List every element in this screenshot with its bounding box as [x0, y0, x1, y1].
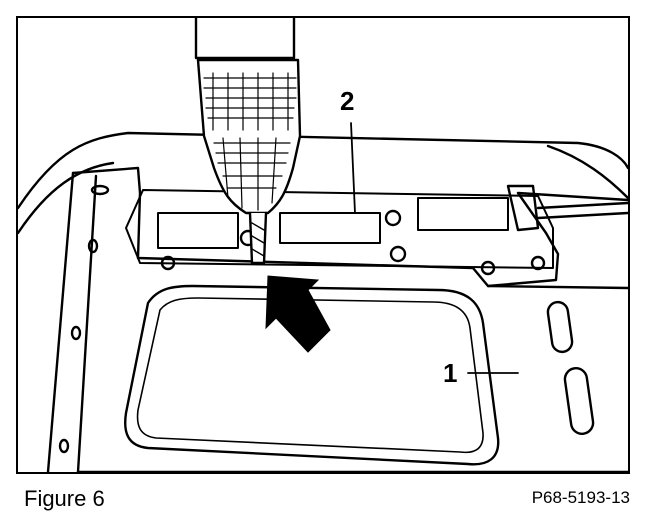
drill-body [194, 18, 296, 60]
housing-outline [18, 131, 628, 210]
callout-1: 1 [443, 358, 457, 388]
callout-2: 2 [340, 86, 354, 116]
flange-hole-2 [87, 238, 99, 254]
pointer-arrow [265, 275, 331, 353]
connector-block-left [157, 212, 239, 249]
board-screw-1 [160, 255, 176, 271]
figure-caption: Figure 6 [24, 486, 105, 511]
tray-left-flange [46, 171, 75, 472]
connector-block-right [417, 197, 509, 231]
tray-right-edge [486, 284, 628, 290]
leader-line-2 [350, 122, 356, 214]
flange-hole-4 [58, 438, 70, 454]
board-screw-6 [530, 255, 546, 271]
flange-hole-3 [70, 325, 82, 341]
chuck-knurling [203, 72, 297, 211]
board-screw-3 [384, 209, 402, 227]
technical-illustration: 2 1 [18, 18, 628, 472]
figure-reference-code: P68-5193-13 [531, 488, 630, 507]
figure-frame: 2 1 [16, 16, 630, 474]
flange-hole-1 [90, 184, 110, 196]
circuit-board [125, 189, 554, 269]
slot-lower [563, 367, 595, 435]
board-screw-5 [480, 260, 496, 276]
housing-right-edge [546, 144, 628, 200]
tray-left-flange-inner [76, 174, 98, 472]
housing-inner-edge [18, 161, 115, 235]
cutout-window [124, 284, 500, 466]
board-clip-right [506, 184, 540, 232]
cable-right [536, 201, 628, 220]
cutout-window-inner [136, 297, 484, 454]
drill-bit-flutes [251, 222, 265, 257]
slot-upper [546, 300, 574, 354]
connector-block-center [279, 212, 381, 244]
board-screw-4 [389, 245, 407, 263]
